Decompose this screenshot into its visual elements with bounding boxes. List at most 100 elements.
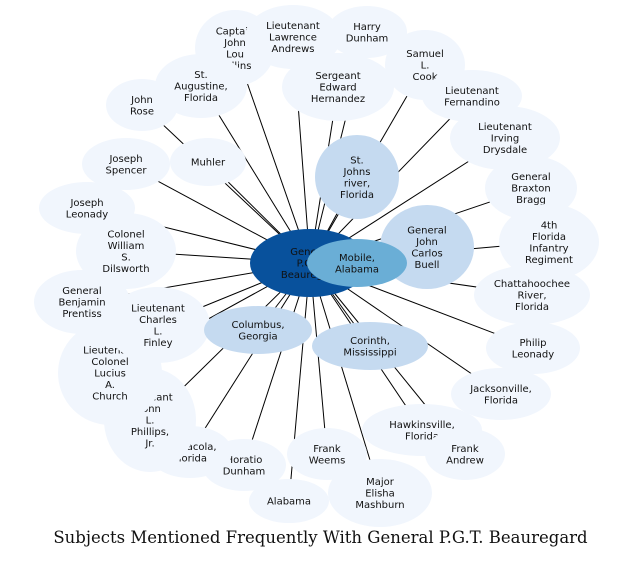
node-frank-andrew-label: Andrew xyxy=(446,455,484,466)
node-buell-label: John xyxy=(415,237,438,248)
node-st-augustine-label: St. xyxy=(194,70,207,81)
node-columbus-shape xyxy=(204,306,312,354)
node-pensacola-label: Pensacola, xyxy=(163,442,216,453)
node-muhler: Muhler xyxy=(170,138,246,186)
node-bragg-shape xyxy=(485,156,577,220)
node-buell-label: Carlos xyxy=(411,248,442,259)
node-andrews-label: Lieutenant xyxy=(266,21,320,32)
node-church-label: Colonel xyxy=(91,357,128,368)
edge-mashburn xyxy=(309,262,381,494)
node-captain-label: John xyxy=(223,38,246,49)
node-weems-label: Weems xyxy=(309,455,346,466)
node-frank-andrew-label: Frank xyxy=(451,444,479,455)
node-prentiss-shape xyxy=(34,270,130,334)
node-church-label: Lieutenant xyxy=(83,346,137,357)
node-joseph-leonady-label: Joseph xyxy=(69,198,103,209)
node-rose-label: Rose xyxy=(130,106,154,117)
node-st-augustine-label: Augustine, xyxy=(174,82,227,93)
edge-horatio xyxy=(243,262,311,466)
node-corinth-label: Corinth, xyxy=(350,336,390,347)
node-mashburn-label: Elisha xyxy=(365,489,395,500)
node-prentiss-label: Benjamin xyxy=(58,298,105,309)
node-philip-shape xyxy=(486,322,580,374)
node-bragg-label: Braxton xyxy=(511,184,550,195)
node-beauregard-label: General xyxy=(290,247,329,258)
node-hernandez-label: Edward xyxy=(319,83,356,94)
node-chattahoochee-label: Florida xyxy=(515,302,549,313)
node-buell-label: General xyxy=(407,225,446,236)
node-st-johns-label: Johns xyxy=(343,167,371,178)
node-columbus: Columbus,Georgia xyxy=(204,306,312,354)
node-mobile-shape xyxy=(307,239,407,287)
node-alabama-shape xyxy=(249,479,329,523)
node-jacksonville: Jacksonville,Florida xyxy=(451,368,551,420)
node-andrews-label: Andrews xyxy=(272,44,315,55)
node-jacksonville-shape xyxy=(451,368,551,420)
node-mobile-label: Alabama xyxy=(335,264,379,275)
node-joseph-leonady-label: Leonady xyxy=(66,209,108,220)
node-jacksonville-label: Jacksonville, xyxy=(469,384,532,395)
node-mobile: Mobile,Alabama xyxy=(307,239,407,287)
node-st-augustine-label: Florida xyxy=(184,93,218,104)
node-cook-label: L. xyxy=(421,61,430,72)
node-church-label: Church xyxy=(92,392,127,403)
node-muhler-shape xyxy=(170,138,246,186)
node-prentiss-label: Prentiss xyxy=(62,309,101,320)
node-st-johns-label: river, xyxy=(344,178,370,189)
node-church-label: Lucius xyxy=(94,369,126,380)
node-frank-andrew-shape xyxy=(425,428,505,480)
node-mashburn-shape xyxy=(328,459,432,527)
node-spencer-label: Spencer xyxy=(106,165,148,176)
node-spencer-shape xyxy=(82,138,170,190)
node-dilsworth-label: William xyxy=(108,241,145,252)
node-fernandino-label: Lieutenant xyxy=(445,86,499,97)
node-st-augustine: St.Augustine,Florida xyxy=(155,54,247,118)
node-philip-label: Philip xyxy=(519,338,546,349)
node-lieut-charles-label: Charles xyxy=(139,315,177,326)
node-hawkinsville-label: Florida xyxy=(405,431,439,442)
diagram-caption: Subjects Mentioned Frequently With Gener… xyxy=(53,528,588,547)
node-corinth: Corinth,Mississippi xyxy=(312,322,428,370)
node-fernandino-label: Fernandino xyxy=(444,97,500,108)
node-hernandez-shape xyxy=(282,53,394,121)
node-mobile-label: Mobile, xyxy=(339,253,375,264)
node-andrews-label: Lawrence xyxy=(269,33,317,44)
node-fourth-florida-label: 4th xyxy=(541,220,558,231)
node-bragg-label: General xyxy=(511,172,550,183)
node-phillips-label: Phillips, xyxy=(131,427,169,438)
node-harry-label: Dunham xyxy=(346,33,389,44)
node-captain-label: Lou xyxy=(226,49,244,60)
node-harry-label: Harry xyxy=(353,22,381,33)
node-fourth-florida-label: Florida xyxy=(532,232,566,243)
node-chattahoochee-label: Chattahoochee xyxy=(494,279,570,290)
node-lieut-charles-label: Finley xyxy=(144,338,173,349)
node-hernandez-label: Sergeant xyxy=(315,71,360,82)
node-st-augustine-shape xyxy=(155,54,247,118)
node-pensacola-label: Florida xyxy=(173,453,207,464)
node-drysdale-shape xyxy=(450,106,560,170)
node-fourth-florida-label: Regiment xyxy=(525,255,573,266)
node-alabama-label: Alabama xyxy=(267,497,311,508)
node-chattahoochee-label: River, xyxy=(517,291,546,302)
node-drysdale-label: Lieutenant xyxy=(478,122,532,133)
node-weems-label: Frank xyxy=(313,444,341,455)
node-horatio-label: Horatio xyxy=(226,455,263,466)
node-lieut-charles-label: L. xyxy=(154,326,163,337)
node-drysdale-label: Irving xyxy=(491,134,519,145)
node-bragg-label: Bragg xyxy=(516,195,546,206)
node-alabama: Alabama xyxy=(249,479,329,523)
node-st-johns-label: Florida xyxy=(340,190,374,201)
